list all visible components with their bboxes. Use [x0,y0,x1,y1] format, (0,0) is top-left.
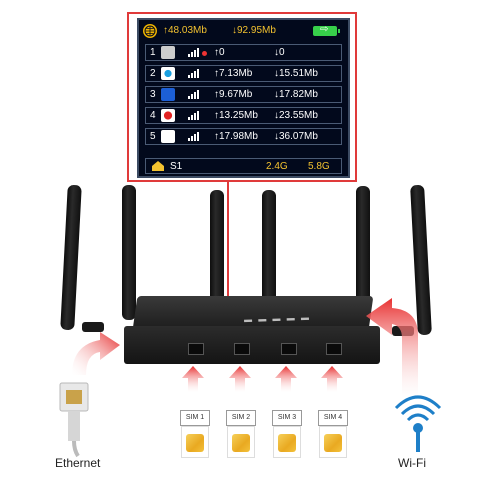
modem-row: 5 ↑17.98Mb ↓36.07Mb [145,128,342,145]
row-upload: ↑7.13Mb [214,68,253,79]
sim-tray-2 [234,343,250,355]
sim-arrow-1 [182,366,204,392]
row-upload: ↑0 [214,47,225,58]
band-24-label: 2.4G [266,161,288,172]
globe-icon [143,24,157,38]
slot-label: S1 [170,161,183,172]
sim-tray-4 [326,343,342,355]
carrier-logo-icon [161,88,175,101]
carrier-logo-icon [161,67,175,80]
battery-icon: ⇨ [313,24,340,36]
upload-total: ↑48.03Mb [163,25,207,36]
row-upload: ↑9.67Mb [214,89,253,100]
signal-bars-icon [188,132,202,141]
screen-footer: S1 2.4G 5.8G [145,158,342,174]
row-index: 5 [150,131,156,142]
sim-label-2: SIM 2 [226,410,256,426]
callout-connector [227,182,229,300]
row-download: ↓17.82Mb [274,89,318,100]
modem-row: 2 ↑7.13Mb ↓15.51Mb [145,65,342,82]
download-total: ↓92.95Mb [232,25,276,36]
ethernet-plug-icon [59,382,89,458]
sim-label-1: SIM 1 [180,410,210,426]
status-bar: ↑48.03Mb ↓92.95Mb ⇨ [139,20,348,42]
row-download: ↓15.51Mb [274,68,318,79]
antenna-base-left [82,322,104,332]
signal-bars-icon [188,69,202,78]
row-index: 2 [150,68,156,79]
ethernet-arrow [72,332,120,375]
sim-arrow-2 [229,366,251,392]
sim-label-4: SIM 4 [318,410,348,426]
antenna-center-right [262,190,276,318]
sim-card-4 [319,426,347,458]
antenna-left-inner [122,185,136,320]
row-download: ↓23.55Mb [274,110,318,121]
wifi-signal-icon [394,395,442,452]
modem-row: 3 ↑9.67Mb ↓17.82Mb [145,86,342,103]
no-signal-dot-icon [202,51,207,56]
sim-card-3 [273,426,301,458]
row-download: ↓0 [274,47,285,58]
row-index: 1 [150,47,156,58]
modem-row: 4 ↑13.25Mb ↓23.55Mb [145,107,342,124]
sim-arrow-3 [275,366,297,392]
modem-row: 1 ↑0 ↓0 [145,44,342,61]
sim-card-2 [227,426,255,458]
row-index: 3 [150,89,156,100]
wifi-arrow [366,298,418,398]
lcd-screen: ↑48.03Mb ↓92.95Mb ⇨ 1 ↑0 ↓0 2 ↑7.13Mb ↓1… [137,18,350,178]
ethernet-caption: Ethernet [55,456,101,470]
sim-card-icon [161,130,175,143]
wifi-caption: Wi-Fi [398,456,426,470]
sim-label-3: SIM 3 [272,410,302,426]
no-sim-icon [161,46,175,59]
sim-card-1 [181,426,209,458]
signal-bars-icon [188,111,202,120]
sim-chip [278,434,296,452]
sim-chip [186,434,204,452]
antenna-center-left [210,190,224,318]
sim-tray-1 [188,343,204,355]
band-58-label: 5.8G [308,161,330,172]
sim-chip [324,434,342,452]
sim-chip [232,434,250,452]
row-upload: ↑13.25Mb [214,110,258,121]
row-index: 4 [150,110,156,121]
row-download: ↓36.07Mb [274,131,318,142]
sim-tray-3 [281,343,297,355]
signal-bars-icon [188,48,202,57]
row-upload: ↑17.98Mb [214,131,258,142]
carrier-logo-icon [161,109,175,122]
wifi-home-icon [152,161,164,171]
sim-arrow-4 [321,366,343,392]
signal-bars-icon [188,90,202,99]
antenna-right-inner [356,186,370,316]
